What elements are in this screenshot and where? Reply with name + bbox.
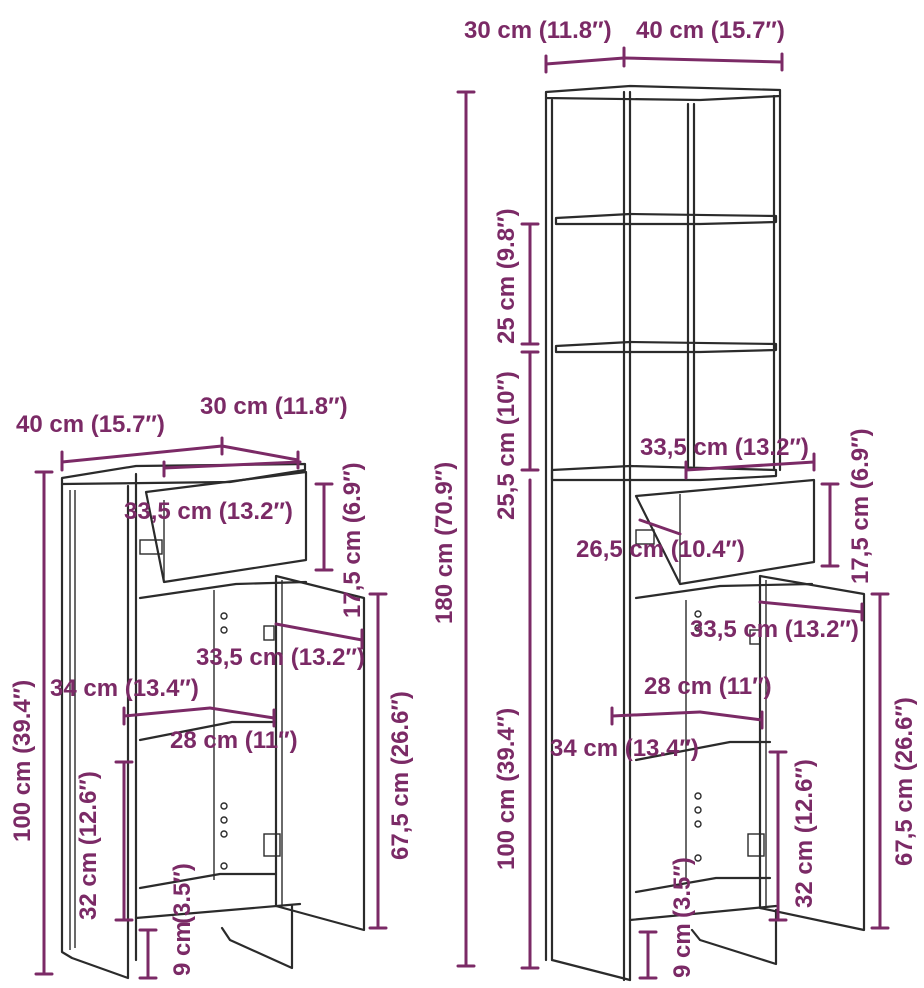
small-cabinet-labels: 40 cm (15.7″) 30 cm (11.8″) 100 cm (39.4… — [9, 393, 414, 976]
tall-shelf-gap-label: (3.5″) — [669, 857, 696, 918]
small-inner-depth-label: 28 cm (11″) — [170, 727, 298, 754]
small-shelf-gap-label: (3.5″) — [169, 863, 196, 924]
small-drawer-width-label: 33,5 cm (13.2″) — [124, 498, 293, 525]
tall-shelf-spacing-lower-label: 25,5 cm (10″) — [493, 371, 520, 520]
tall-compartment-height-label: 32 cm (12.6″) — [791, 759, 818, 908]
small-inner-width-label: 34 cm (13.4″) — [50, 675, 199, 702]
small-cabinet-dimension-lines — [34, 436, 388, 980]
small-cabinet-outline — [60, 462, 366, 980]
tall-shelf-spacing-top-label: 25 cm (9.8″) — [493, 208, 520, 344]
small-door-width-label: 33,5 cm (13.2″) — [196, 644, 365, 671]
tall-door-height-label: 67,5 cm (26.6″) — [891, 697, 918, 866]
tall-drawer-width-label: 33,5 cm (13.2″) — [640, 434, 809, 461]
tall-cabinet-labels: 30 cm (11.8″) 40 cm (15.7″) 180 cm (70.9… — [431, 17, 918, 978]
tall-drawer-depth-label: 26,5 cm (10.4″) — [576, 536, 745, 563]
tall-top-depth-label: 30 cm (11.8″) — [464, 17, 612, 44]
small-cabinet: 40 cm (15.7″) 30 cm (11.8″) 100 cm (39.4… — [9, 393, 414, 980]
tall-total-height-label: 180 cm (70.9″) — [431, 462, 458, 624]
tall-base-height-label: 100 cm (39.4″) — [493, 708, 520, 870]
small-drawer-height-label: 17,5 cm (6.9″) — [339, 462, 366, 618]
tall-drawer-height-label: 17,5 cm (6.9″) — [847, 428, 874, 584]
small-compartment-height-label: 32 cm (12.6″) — [75, 771, 102, 920]
small-height-label: 100 cm (39.4″) — [9, 680, 36, 842]
tall-cabinet-dimension-lines — [456, 46, 890, 980]
small-door-height-label: 67,5 cm (26.6″) — [387, 691, 414, 860]
small-top-width-label: 40 cm (15.7″) — [16, 411, 165, 438]
tall-inner-depth-label: 28 cm (11″) — [644, 673, 772, 700]
tall-leg-height-label: 9 cm — [669, 923, 696, 978]
tall-door-width-label: 33,5 cm (13.2″) — [690, 616, 859, 643]
tall-top-width-label: 40 cm (15.7″) — [636, 17, 785, 44]
small-leg-height-label: 9 cm — [169, 921, 196, 976]
tall-inner-width-label: 34 cm (13.4″) — [550, 735, 699, 762]
tall-cabinet-outline — [544, 84, 866, 982]
tall-cabinet: 30 cm (11.8″) 40 cm (15.7″) 180 cm (70.9… — [431, 17, 918, 982]
small-top-depth-label: 30 cm (11.8″) — [200, 393, 348, 420]
